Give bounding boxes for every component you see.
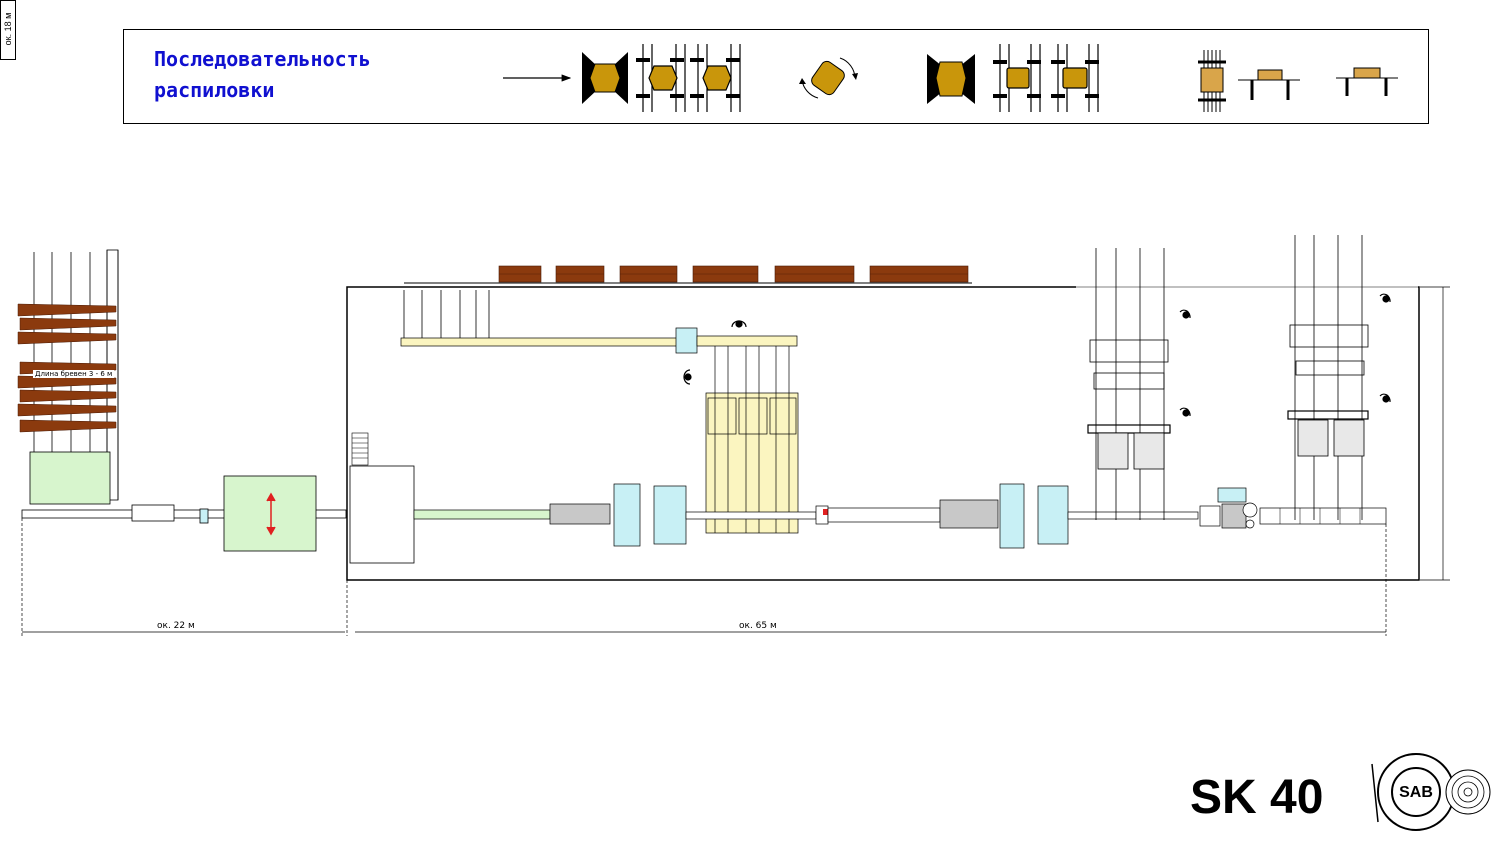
dimension-width-box: ок. 18 м <box>0 0 16 60</box>
legend-title: Последовательность распиловки <box>154 44 371 106</box>
operator-icon <box>683 369 692 385</box>
sab-logo-icon <box>1371 753 1491 831</box>
main-saw-line <box>349 432 1387 564</box>
log-sorting-area <box>29 451 111 505</box>
board-resaw-icon <box>1198 50 1226 112</box>
dimension-left-label: ок. 22 м <box>157 621 195 631</box>
log-turner-arrow-icon <box>266 492 276 536</box>
operator-icon <box>1179 293 1391 417</box>
legend-title-line2: распиловки <box>154 78 275 102</box>
saw-station-icon <box>690 44 741 112</box>
chipper-cant-icon <box>927 54 975 104</box>
board-stack-icon <box>1336 67 1398 96</box>
rotate-cant-icon <box>799 57 858 99</box>
dimension-main-label: ок. 65 м <box>739 621 777 631</box>
saw-station-icon <box>1051 44 1099 112</box>
sorting-bay-1 <box>1087 248 1171 520</box>
log-stack <box>17 303 117 433</box>
board-sorting-line <box>400 290 799 534</box>
chipper-log-icon <box>582 52 628 104</box>
dimension-lines <box>21 286 1450 636</box>
infeed-conveyor <box>21 504 347 524</box>
logo-text: SAB <box>1399 784 1433 801</box>
log-length-label: Длина бревен 3 - 6 м <box>33 370 115 378</box>
log-turner-area <box>223 475 317 552</box>
board-edger-icon <box>1238 69 1300 100</box>
saw-station-icon <box>636 44 686 112</box>
legend-title-line1: Последовательность <box>154 47 371 71</box>
dimension-width-label: ок. 18 м <box>3 12 13 46</box>
sawing-sequence-icons <box>503 44 1398 112</box>
sorting-bay-2 <box>1287 235 1369 520</box>
saw-station-icon <box>993 44 1041 112</box>
sawmill-hall <box>346 286 1420 581</box>
operator-icon <box>731 320 747 328</box>
model-title: SK 40 <box>1190 771 1324 824</box>
